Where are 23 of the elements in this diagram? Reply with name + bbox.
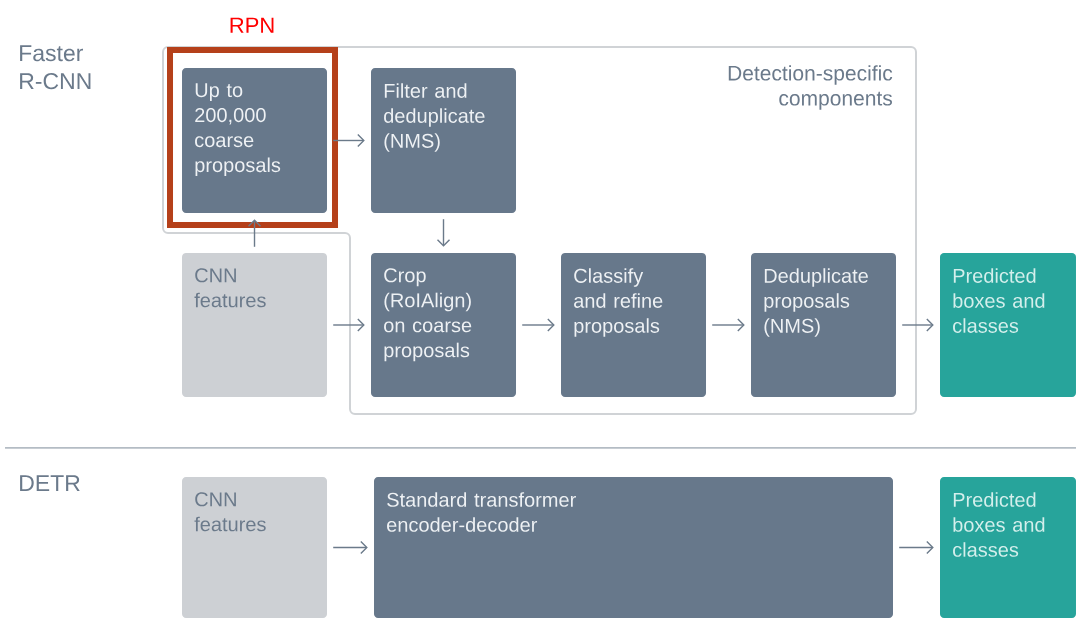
row-label: Faster R-CNN bbox=[20, 45, 91, 90]
arrow bbox=[711, 318, 745, 332]
process-box: Filter and deduplicate (NMS) bbox=[371, 68, 516, 213]
process-box: Deduplicate proposals (NMS) bbox=[751, 253, 896, 397]
feature-box: CNN features bbox=[182, 253, 327, 397]
process-box: Standard transformer encoder-decoder bbox=[374, 477, 893, 618]
arrow bbox=[332, 540, 368, 555]
feature-box: CNN features bbox=[182, 477, 327, 618]
arrow bbox=[521, 318, 555, 332]
region-heading: Detection-specific components bbox=[728, 65, 893, 110]
process-box: Crop (RoIAlign) on coarse proposals bbox=[371, 253, 516, 397]
arrow bbox=[332, 133, 365, 148]
output-box: Predicted boxes and classes bbox=[940, 253, 1076, 397]
highlight-label: RPN bbox=[230, 17, 274, 33]
process-box: Classify and refine proposals bbox=[561, 253, 706, 397]
output-box: Predicted boxes and classes bbox=[940, 477, 1076, 618]
process-box: Up to 200,000 coarse proposals bbox=[182, 68, 327, 213]
arrow bbox=[436, 218, 451, 247]
arrow bbox=[332, 318, 365, 332]
arrow bbox=[898, 540, 934, 555]
arrow bbox=[247, 219, 262, 248]
arrow bbox=[901, 318, 934, 332]
row-label: DETR bbox=[20, 475, 80, 491]
